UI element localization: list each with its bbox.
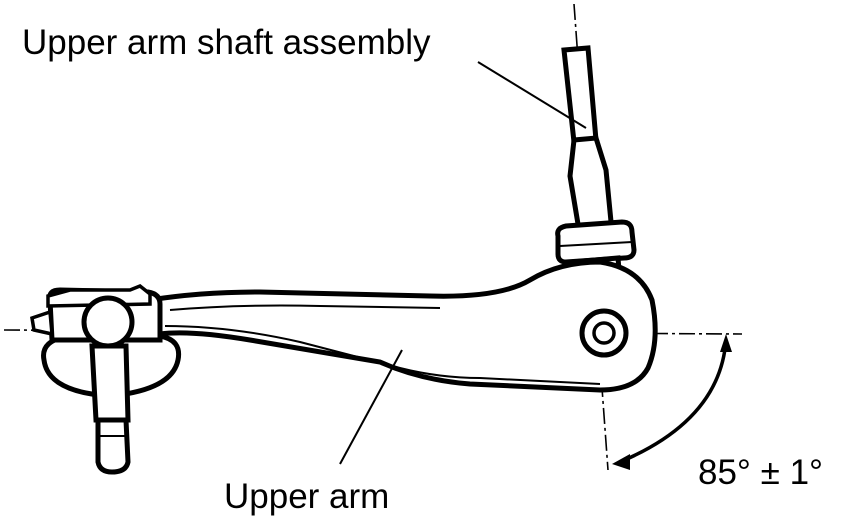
- upper-arm-shaft-assembly: [555, 45, 637, 289]
- ball-joint-assembly: [30, 283, 182, 475]
- leader-shaft-assembly: [477, 61, 587, 129]
- angle-dimension: [612, 334, 732, 470]
- upper-arm: [146, 259, 658, 393]
- label-upper-arm: Upper arm: [224, 477, 389, 516]
- label-angle: 85° ± 1°: [698, 453, 823, 492]
- ball-stud: [81, 295, 135, 349]
- label-shaft-assembly: Upper arm shaft assembly: [22, 23, 431, 62]
- leader-upper-arm: [339, 349, 403, 465]
